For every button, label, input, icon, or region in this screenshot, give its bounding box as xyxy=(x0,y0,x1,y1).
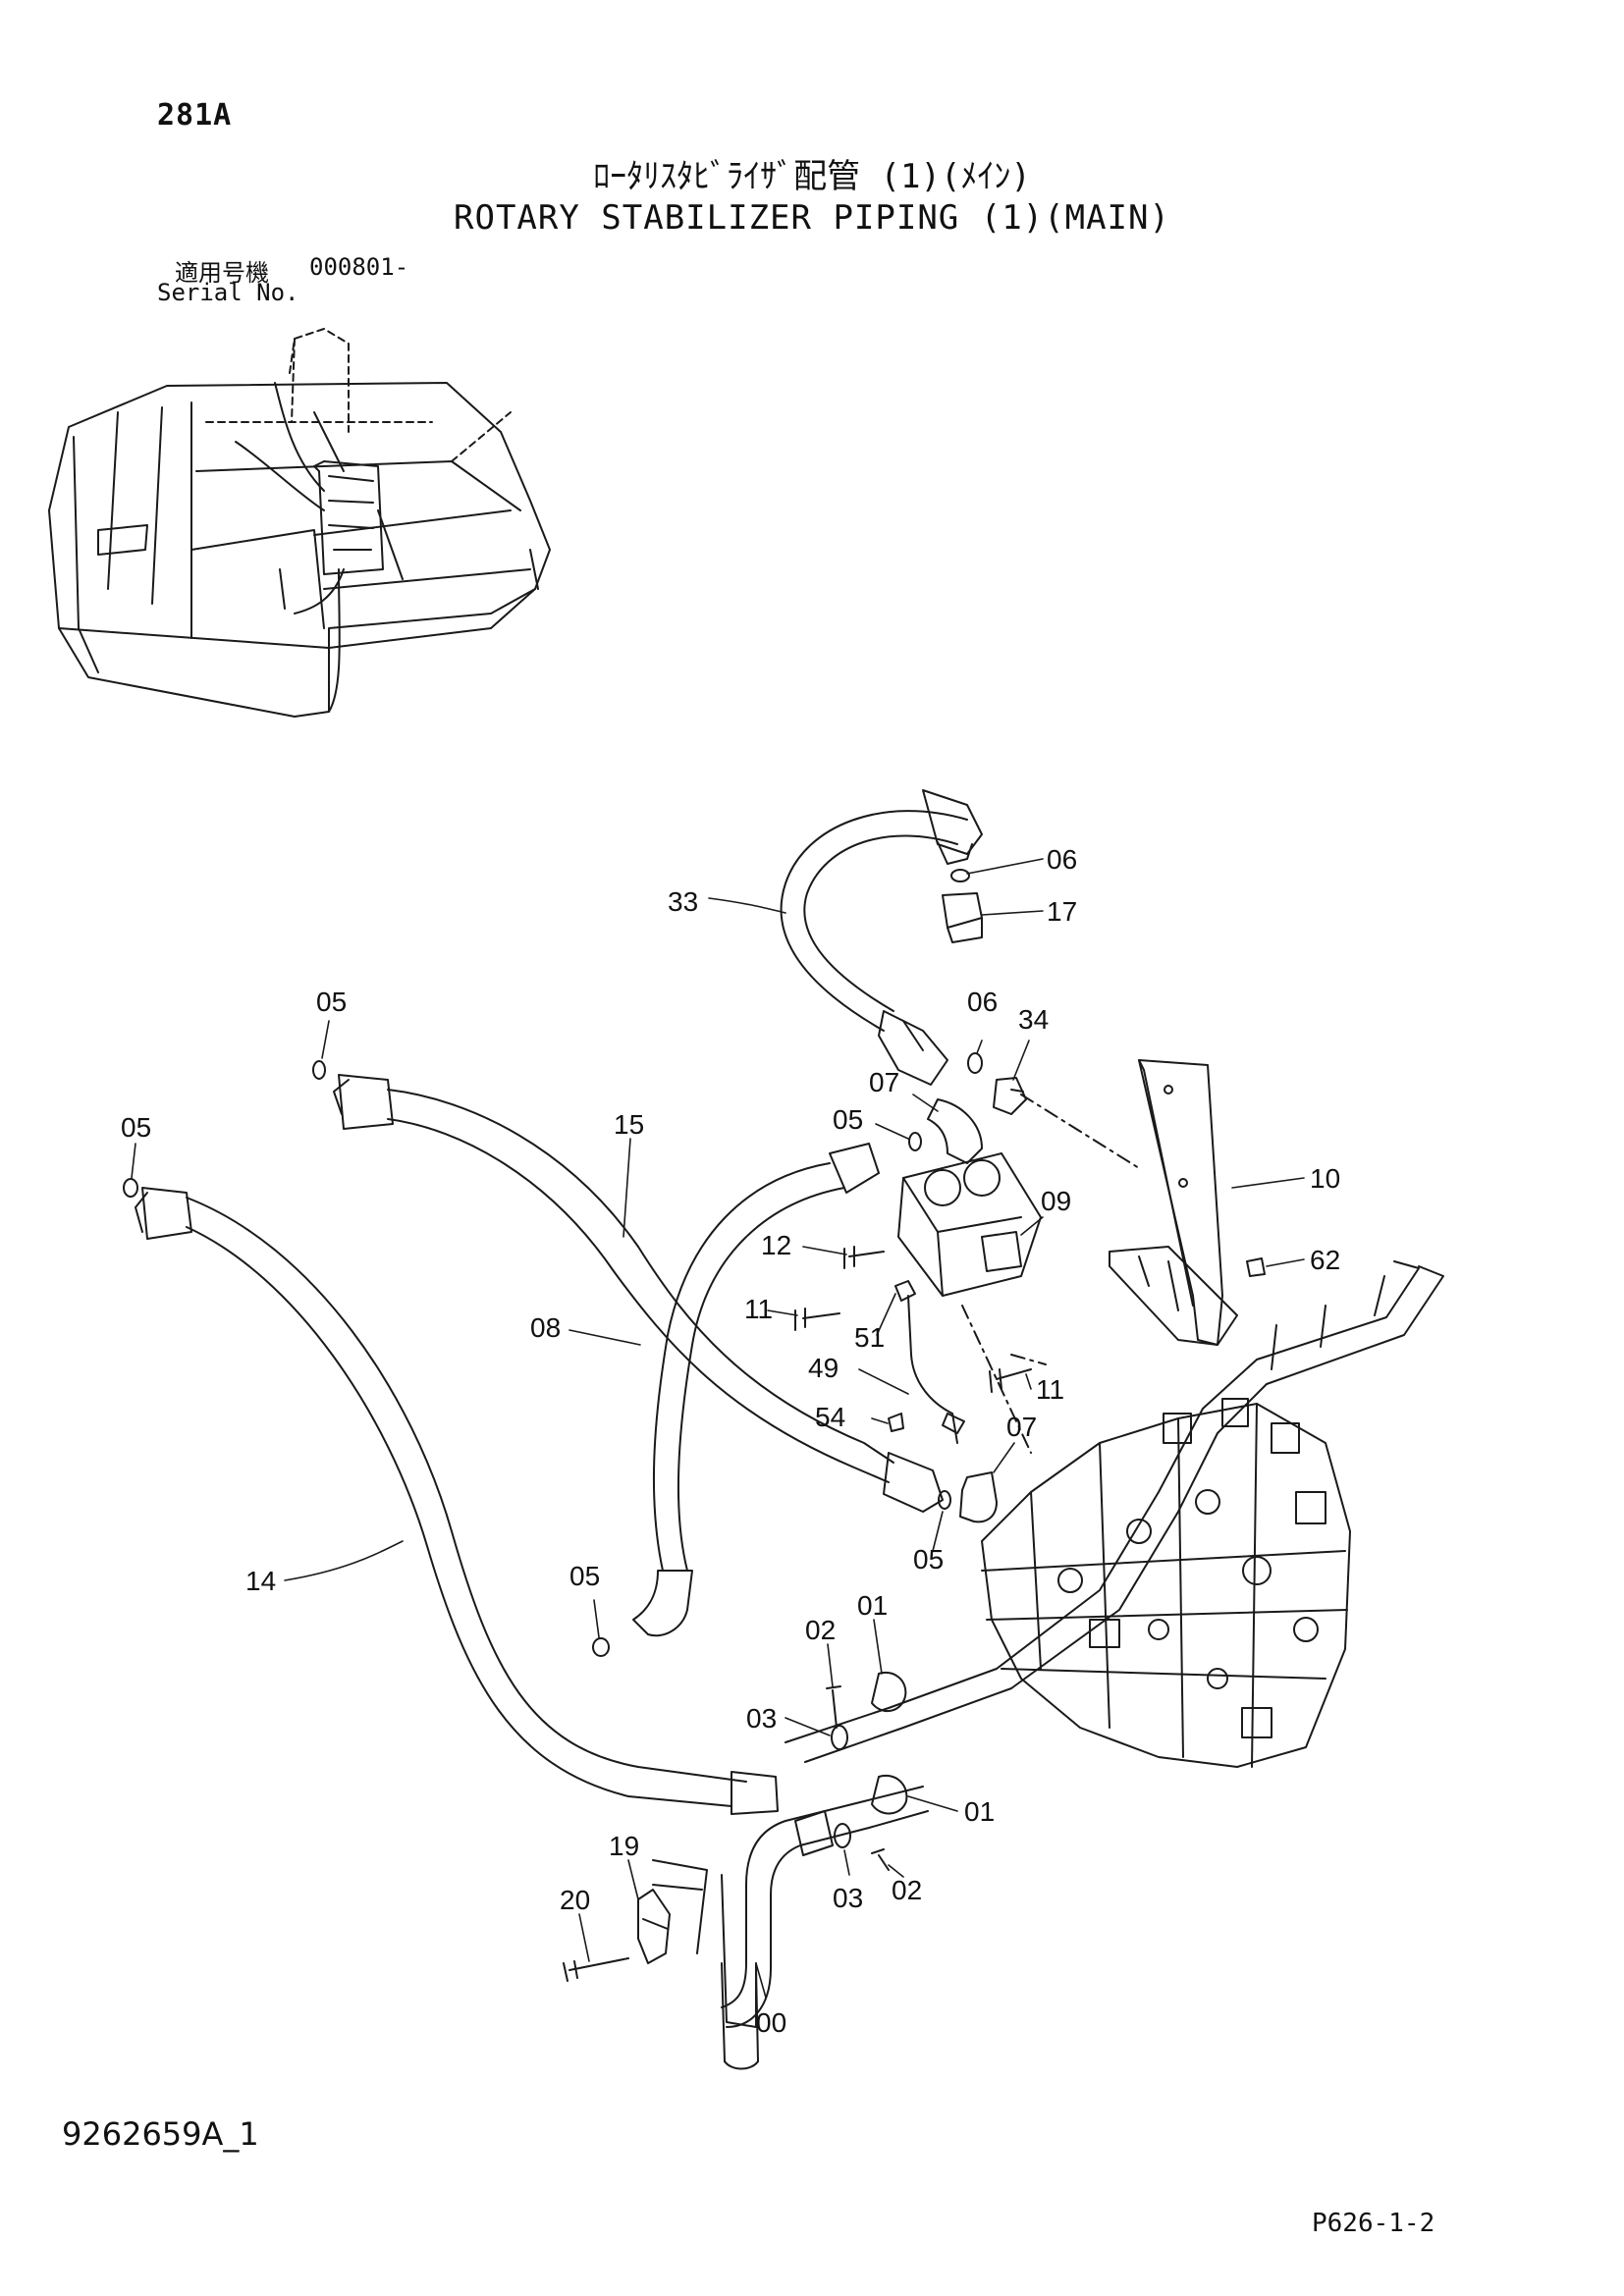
machine-overview-thumbnail xyxy=(48,328,551,718)
callout-labels: 06 33 17 05 06 34 05 15 07 05 10 09 12 6… xyxy=(121,844,1340,2038)
o-ring-05-hose15 xyxy=(312,1060,326,1080)
callout-05: 05 xyxy=(121,1112,151,1143)
hose-14 xyxy=(135,1187,779,1815)
page-code: 281A xyxy=(157,98,233,133)
bolts-02 xyxy=(826,1685,890,1871)
o-rings-03 xyxy=(831,1725,851,1848)
title-english: ROTARY STABILIZER PIPING (1)(MAIN) xyxy=(454,198,1170,238)
adapter-17 xyxy=(942,892,983,943)
o-ring-06-top xyxy=(950,869,970,882)
callout-06: 06 xyxy=(1047,844,1077,875)
bolt-11-lower xyxy=(989,1368,1032,1393)
callout-08: 08 xyxy=(530,1312,561,1343)
callout-02: 02 xyxy=(892,1875,922,1905)
callout-07: 07 xyxy=(1006,1412,1037,1442)
document-number: 9262659A_1 xyxy=(62,2115,259,2153)
serial-label-english: Serial No. xyxy=(157,279,299,306)
callout-19: 19 xyxy=(609,1831,639,1861)
pipe-manifold xyxy=(785,1260,1444,1763)
serial-number-value: 000801- xyxy=(309,253,409,281)
hose-33 xyxy=(780,789,983,1086)
callout-07: 07 xyxy=(869,1067,899,1097)
clamps-01 xyxy=(871,1671,908,1815)
callout-20: 20 xyxy=(560,1885,590,1915)
callout-03: 03 xyxy=(746,1703,777,1734)
hose-08 xyxy=(632,1143,880,1637)
o-ring-06-mid xyxy=(967,1052,983,1074)
fitting-51 xyxy=(894,1280,916,1302)
bolt-11-upper xyxy=(794,1308,840,1331)
callout-11: 11 xyxy=(1036,1374,1064,1405)
callout-12: 12 xyxy=(761,1230,791,1260)
callout-02: 02 xyxy=(805,1615,836,1645)
callout-15: 15 xyxy=(614,1109,644,1140)
callout-05: 05 xyxy=(913,1544,944,1575)
o-ring-05-hose14 xyxy=(123,1178,138,1198)
callout-03: 03 xyxy=(833,1883,863,1913)
callout-62: 62 xyxy=(1310,1245,1340,1275)
bolt-12 xyxy=(843,1246,885,1269)
callout-11: 11 xyxy=(744,1294,773,1324)
callout-01: 01 xyxy=(857,1590,888,1621)
clamp-19 xyxy=(637,1889,671,1964)
control-valve-assembly xyxy=(981,1398,1351,1768)
title-japanese: ﾛｰﾀﾘｽﾀﾋﾞﾗｲｻﾞ配管 (1)(ﾒｲﾝ) xyxy=(593,157,1031,196)
page-reference: P626-1-2 xyxy=(1312,2209,1435,2238)
callout-54: 54 xyxy=(815,1402,845,1432)
callout-49: 49 xyxy=(808,1353,839,1383)
hose-15 xyxy=(333,1074,944,1513)
callout-05: 05 xyxy=(833,1104,863,1135)
callout-17: 17 xyxy=(1047,896,1077,927)
callout-05: 05 xyxy=(569,1561,600,1591)
callout-14: 14 xyxy=(245,1566,276,1596)
callout-34: 34 xyxy=(1018,1004,1049,1035)
callout-51: 51 xyxy=(854,1322,885,1353)
elbow-07-lower xyxy=(959,1471,998,1523)
leader-lines xyxy=(131,858,1305,1999)
serial-label-japanese: 適用号機 xyxy=(175,259,269,287)
bolt-62 xyxy=(1246,1257,1266,1277)
pipe-00 xyxy=(652,1786,929,2070)
o-ring-05-lower xyxy=(938,1490,951,1510)
valve-block-09 xyxy=(897,1152,1042,1297)
callout-00: 00 xyxy=(756,2007,786,2038)
bolt-20 xyxy=(563,1957,629,1982)
bracket-10 xyxy=(1109,1059,1238,1346)
o-ring-05-valve xyxy=(908,1132,922,1151)
elbow-07-top xyxy=(927,1098,983,1164)
callout-10: 10 xyxy=(1310,1163,1340,1194)
callout-05: 05 xyxy=(316,987,347,1017)
callout-01: 01 xyxy=(964,1796,995,1827)
callout-33: 33 xyxy=(668,886,698,917)
callout-09: 09 xyxy=(1041,1186,1071,1216)
sensor-harness-49 xyxy=(907,1295,965,1444)
o-ring-05-hose08 xyxy=(592,1637,610,1657)
callout-06: 06 xyxy=(967,987,998,1017)
adapter-34 xyxy=(993,1077,1027,1115)
screw-54 xyxy=(888,1413,904,1432)
